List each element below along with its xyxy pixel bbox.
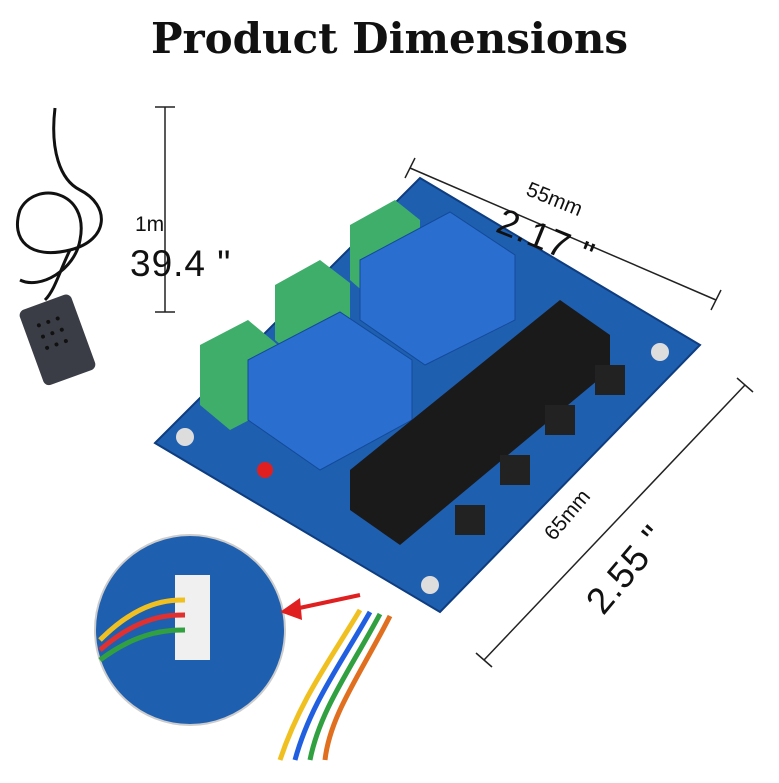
sensor-wires (277, 608, 393, 761)
humidity-sensor (19, 294, 96, 386)
dimension-lines (155, 106, 754, 668)
cable-length-imperial: 39.4 " (130, 243, 232, 284)
sensor-cable (15, 107, 103, 302)
cable-length-metric: 1m (135, 213, 165, 236)
controller-board (153, 176, 702, 614)
width-dimension-line (409, 167, 717, 301)
page-title: Product Dimensions (150, 14, 629, 63)
length-dimension-line (483, 384, 746, 661)
connector-detail-inset (94, 534, 361, 726)
